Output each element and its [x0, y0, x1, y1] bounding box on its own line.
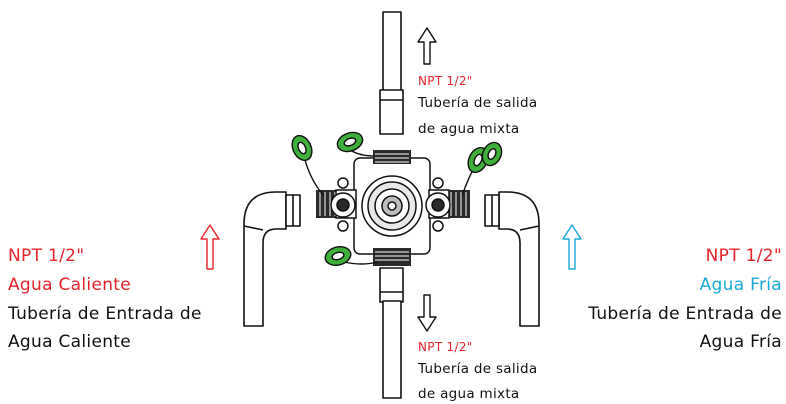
- arrow-up-icon-top: [417, 27, 437, 65]
- teflon-tape-rolls: [291, 131, 503, 267]
- hot-inlet-line1: Tubería de Entrada de: [8, 304, 202, 324]
- tape-roll-top-center: [336, 131, 375, 157]
- cold-inlet-npt: NPT 1/2": [705, 246, 782, 266]
- tape-roll-top-right: [461, 141, 503, 197]
- hot-inlet-npt: NPT 1/2": [8, 246, 85, 266]
- hot-inlet-line2: Agua Caliente: [8, 332, 132, 352]
- bottom-outlet-npt: NPT 1/2": [418, 340, 473, 354]
- top-outlet-pipe: [379, 11, 404, 135]
- arrow-up-icon-cold: [562, 224, 582, 270]
- top-outlet-npt: NPT 1/2": [418, 74, 473, 88]
- bottom-outlet-line1: Tubería de salida: [418, 361, 538, 377]
- cold-inlet-line1: Tubería de Entrada de: [588, 304, 782, 324]
- tape-roll-bottom: [324, 245, 379, 267]
- tape-roll-top-left: [291, 134, 325, 197]
- hot-inlet-name: Agua Caliente: [8, 275, 132, 295]
- cold-inlet-pipe: [484, 191, 540, 327]
- arrow-up-icon-hot: [200, 224, 220, 270]
- hot-inlet-pipe: [243, 191, 301, 327]
- mixing-valve-body: [316, 150, 470, 266]
- cold-inlet-name: Agua Fría: [699, 275, 782, 295]
- arrow-down-icon-bottom: [417, 294, 437, 332]
- bottom-outlet-line2: de agua mixta: [418, 386, 520, 402]
- cold-inlet-line2: Agua Fría: [699, 332, 782, 352]
- top-outlet-line1: Tubería de salida: [418, 95, 538, 111]
- bottom-outlet-pipe: [379, 267, 404, 399]
- top-outlet-line2: de agua mixta: [418, 121, 520, 137]
